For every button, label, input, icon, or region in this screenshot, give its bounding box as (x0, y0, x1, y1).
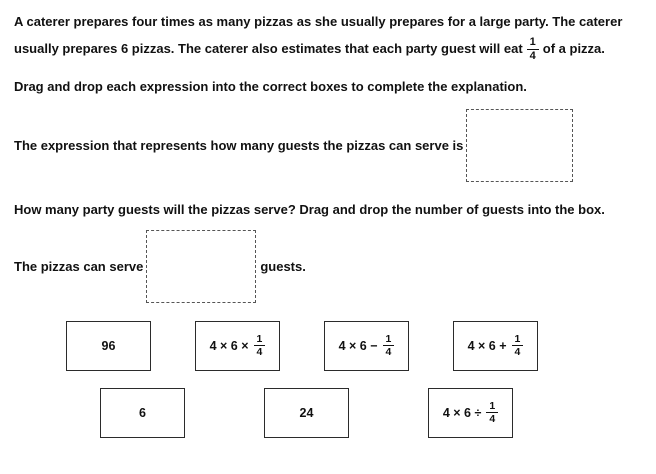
tile-96[interactable]: 96 (66, 320, 151, 371)
fraction-denominator: 4 (253, 345, 266, 358)
tile-expression-prefix: 4 × 6 × (209, 338, 249, 353)
intro-text-before: A caterer prepares four times as many pi… (14, 14, 623, 56)
fraction-numerator: 1 (529, 36, 536, 49)
guests-drop-zone[interactable] (146, 229, 257, 303)
tile-label: 6 (139, 405, 146, 420)
instruction-expressions: Drag and drop each expression into the c… (14, 78, 527, 94)
tile-label: 24 (299, 405, 314, 420)
tile-expression-prefix: 4 × 6 − (338, 338, 378, 353)
tile-6[interactable]: 6 (100, 387, 185, 438)
fraction-numerator: 1 (514, 333, 521, 346)
fraction-denominator: 4 (382, 345, 395, 358)
fraction-denominator: 4 (526, 49, 539, 63)
guests-sentence-row: The pizzas can serve guests. (14, 229, 642, 303)
fraction-numerator: 1 (489, 400, 496, 413)
fraction-denominator: 4 (486, 412, 499, 425)
tile-expression-prefix: 4 × 6 + (467, 338, 507, 353)
fraction-denominator: 4 (511, 345, 524, 358)
instruction-guests: How many party guests will the pizzas se… (14, 201, 605, 217)
intro-text-after: of a pizza. (542, 41, 605, 56)
tile-label: 96 (101, 338, 116, 353)
tile-24[interactable]: 24 (264, 387, 349, 438)
expression-sentence-label: The expression that represents how many … (14, 137, 464, 153)
fraction-numerator: 1 (385, 333, 392, 346)
intro-paragraph: A caterer prepares four times as many pi… (14, 8, 642, 63)
tile-expression-prefix: 4 × 6 ÷ (442, 405, 482, 420)
guests-sentence-prefix: The pizzas can serve (14, 258, 144, 274)
guests-sentence-suffix: guests. (260, 258, 306, 274)
expression-sentence-row: The expression that represents how many … (14, 108, 642, 182)
expression-drop-zone[interactable] (466, 108, 574, 182)
fraction-numerator: 1 (256, 333, 263, 346)
